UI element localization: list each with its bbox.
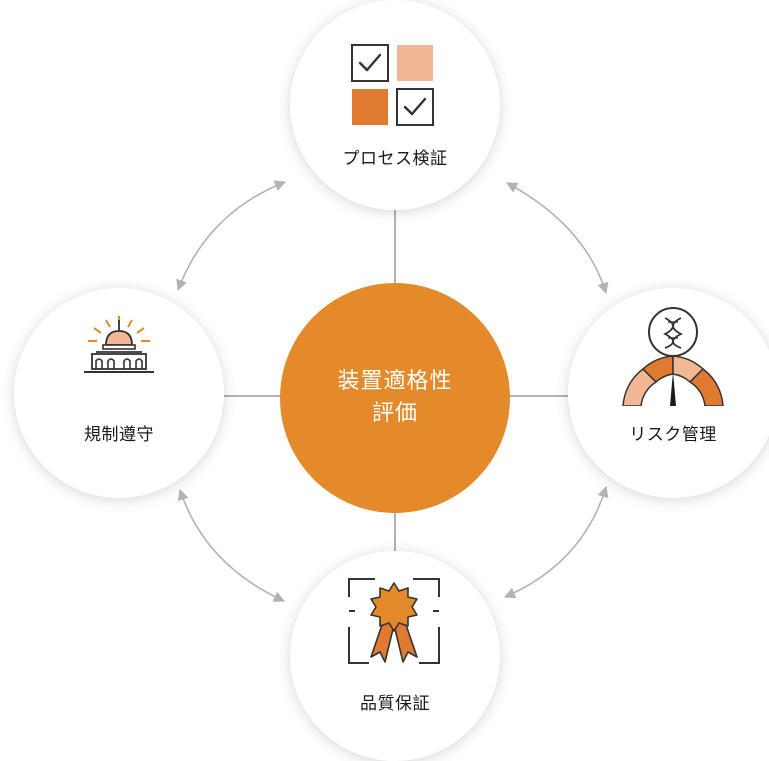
node-regulatory-compliance: 規制遵守 (14, 288, 224, 498)
arc-arrow-left-top (176, 180, 287, 292)
center-node-equipment-qualification: 装置適格性 評価 (280, 283, 510, 513)
node-label-quality-assurance: 品質保証 (360, 694, 430, 714)
center-title-line2: 評価 (371, 401, 418, 426)
node-label-risk-management: リスク管理 (629, 425, 717, 445)
node-label-process-validation: プロセス検証 (342, 149, 448, 169)
checklist-grid-icon (351, 44, 434, 126)
quality-badge-icon (348, 578, 440, 664)
node-quality-assurance: 品質保証 (290, 551, 500, 761)
government-building-icon (84, 316, 154, 373)
node-risk-management: リスク管理 (568, 288, 769, 498)
node-process-validation: プロセス検証 (290, 0, 500, 210)
risk-gauge-dna-icon (622, 307, 724, 406)
center-title-line1: 装置適格性 (337, 369, 453, 394)
arc-arrow-right-bottom (503, 485, 609, 599)
node-label-regulatory-compliance: 規制遵守 (84, 425, 154, 445)
arc-arrow-bottom-left (177, 488, 286, 602)
arc-arrow-top-right (506, 182, 609, 295)
